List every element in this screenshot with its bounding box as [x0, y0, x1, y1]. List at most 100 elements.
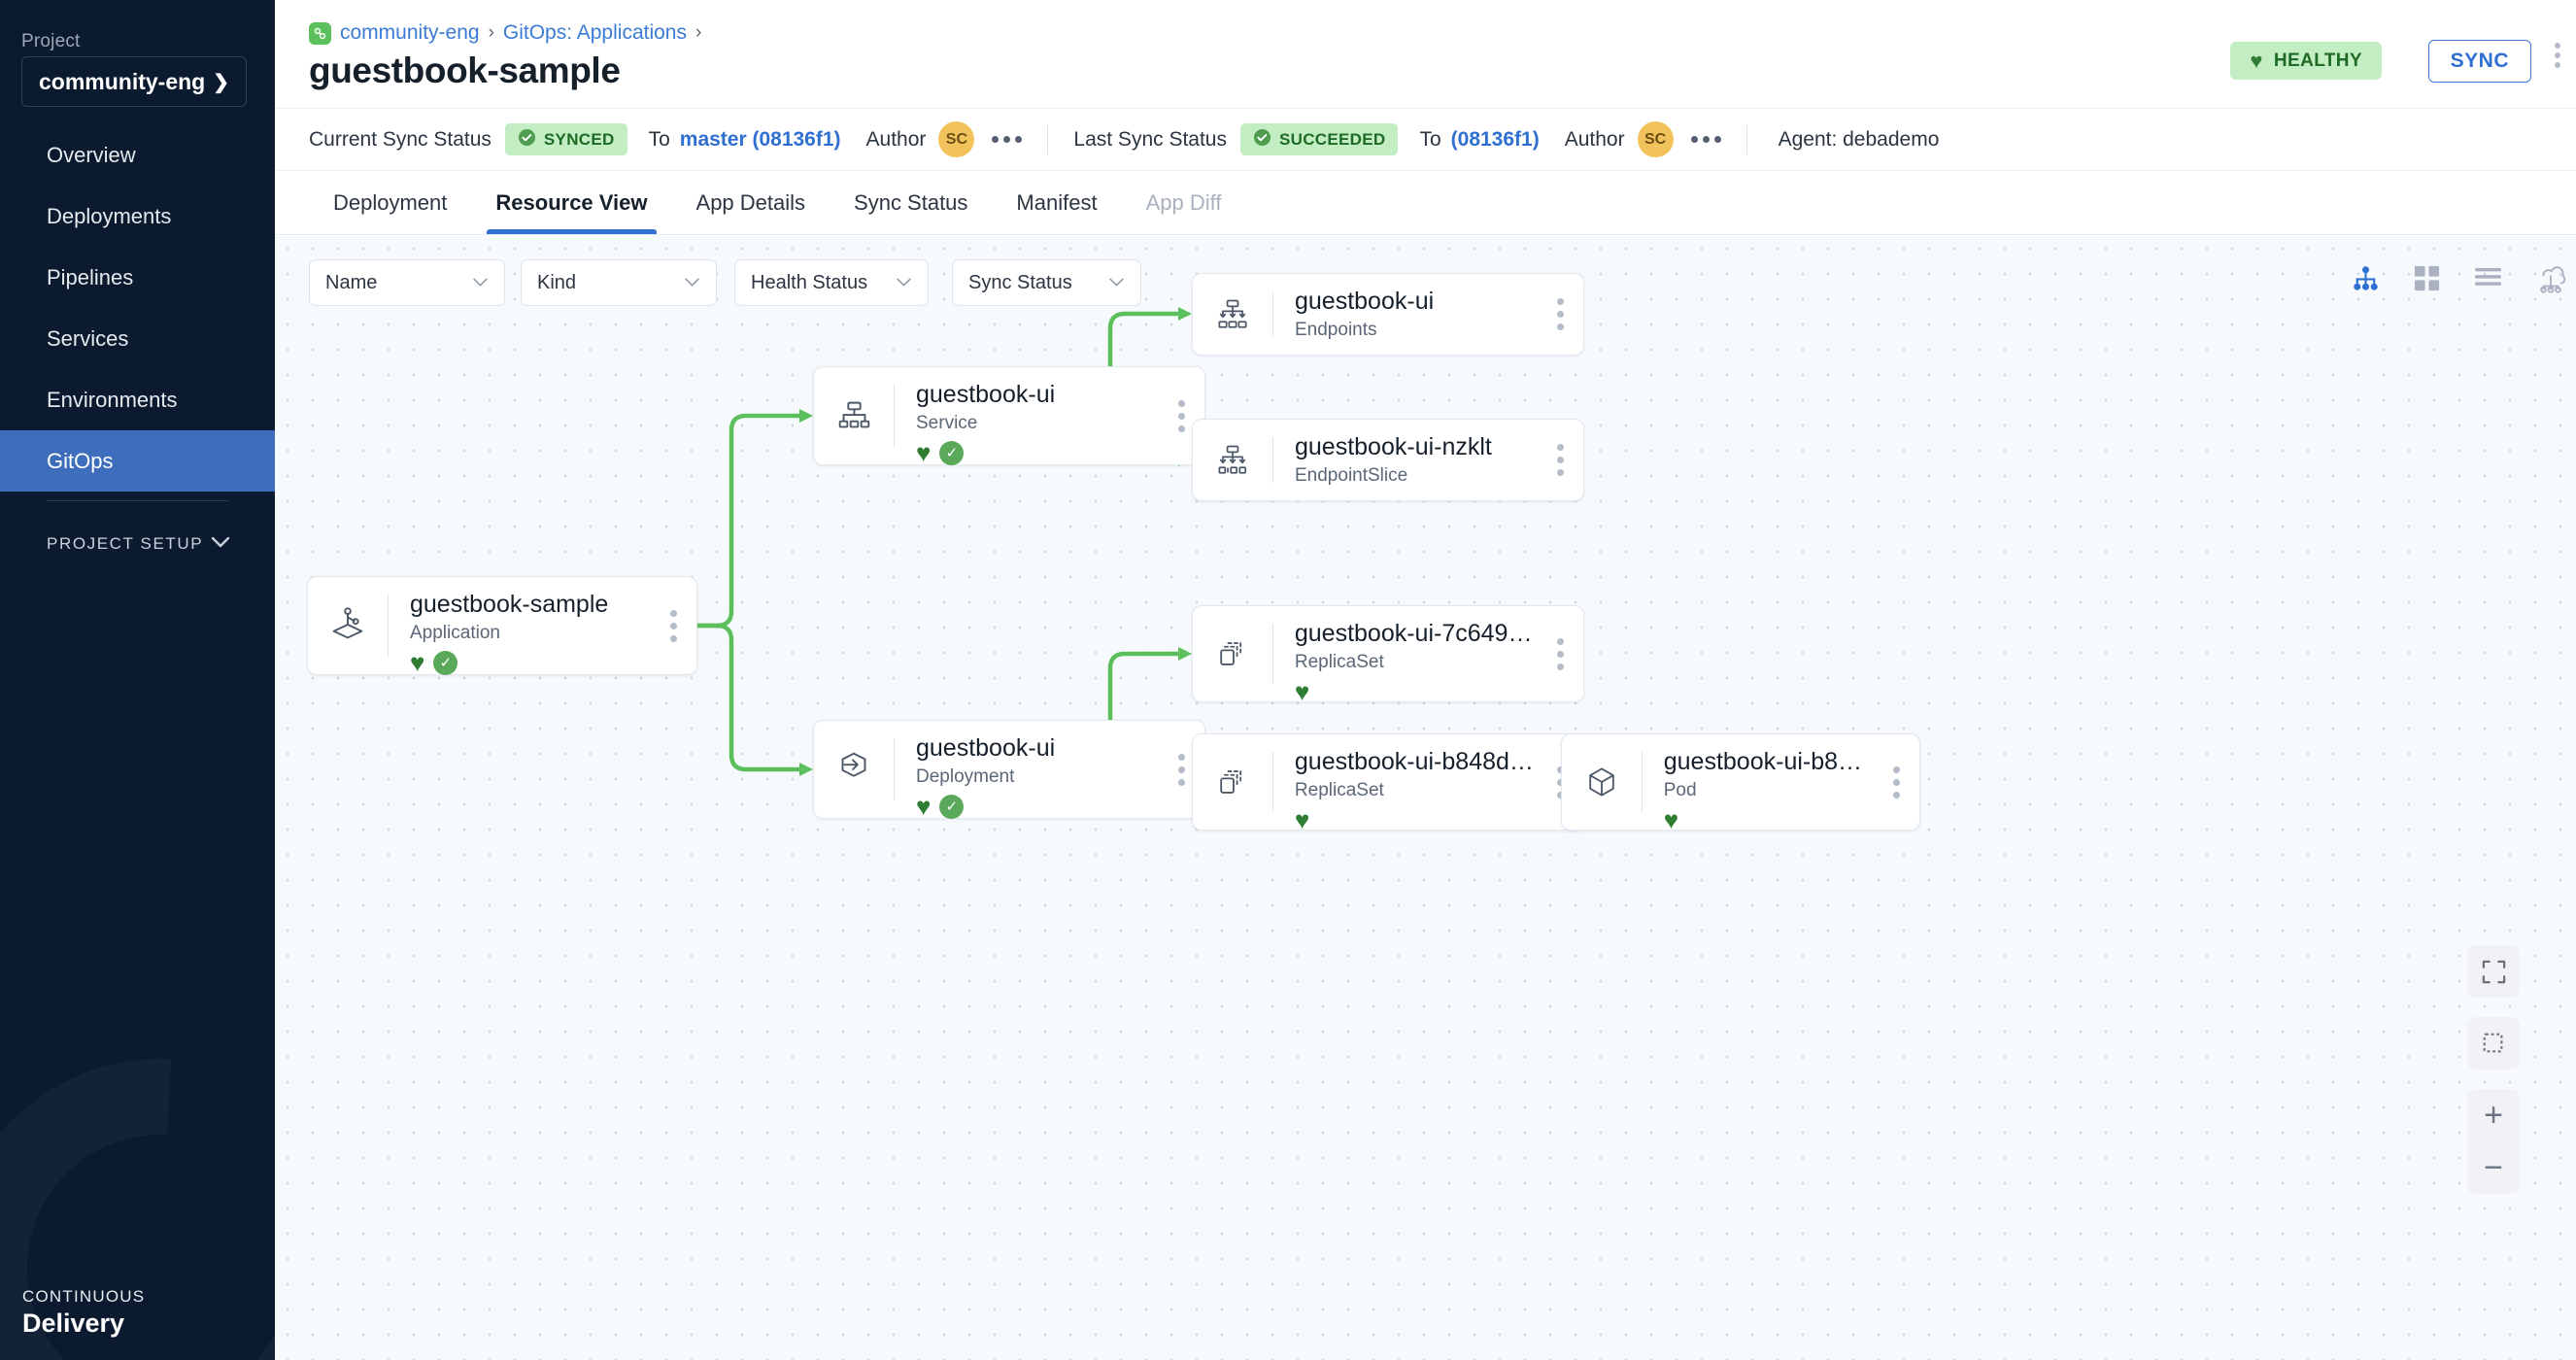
node-content: guestbook-ui-7c64987dc9 ReplicaSet ♥: [1273, 606, 1537, 701]
node-content: guestbook-ui-b848d5d9… Pod ♥: [1643, 734, 1873, 830]
dot: [1178, 754, 1185, 761]
dot: [1557, 444, 1564, 451]
last-sync-status-pill: SUCCEEDED: [1240, 123, 1398, 155]
dot: [1178, 400, 1185, 407]
dot: [1178, 425, 1185, 432]
last-revision-link[interactable]: (08136f1): [1451, 128, 1540, 152]
replicaset-icon: [1193, 734, 1272, 830]
last-to-label: To: [1419, 128, 1441, 152]
sidebar-item-gitops[interactable]: GitOps: [0, 430, 275, 492]
dot: [1178, 413, 1185, 420]
sidebar-item-label: Services: [47, 326, 128, 352]
filter-health-status[interactable]: Health Status: [734, 259, 929, 306]
dot: [1003, 136, 1010, 143]
graph-node-endpointslice[interactable]: guestbook-ui-nzklt EndpointSlice: [1192, 419, 1584, 501]
node-name: guestbook-ui-b848d5d9d: [1295, 748, 1537, 776]
more-options-icon[interactable]: [2555, 43, 2560, 68]
avatar[interactable]: SC: [1638, 121, 1674, 157]
project-selector-value: community-eng: [39, 69, 205, 95]
tab-app-details[interactable]: App Details: [672, 171, 830, 234]
sidebar-item-environments[interactable]: Environments: [0, 369, 275, 430]
breadcrumb-separator: ›: [489, 22, 494, 44]
dot: [1557, 638, 1564, 645]
network-view-icon[interactable]: [2535, 264, 2566, 298]
dot: [1557, 298, 1564, 305]
dot: [670, 610, 677, 617]
zoom-out-button[interactable]: −: [2467, 1141, 2520, 1194]
grid-view-icon[interactable]: [2413, 264, 2441, 297]
harness-logo-icon: [309, 22, 331, 45]
filter-name[interactable]: Name: [309, 259, 505, 306]
agent-label: Agent: debademo: [1779, 128, 1940, 152]
graph-node-replicaset-2[interactable]: guestbook-ui-b848d5d9d ReplicaSet ♥: [1192, 733, 1584, 831]
sidebar-item-pipelines[interactable]: Pipelines: [0, 247, 275, 308]
fit-screen-button[interactable]: [2467, 945, 2520, 998]
dot: [2555, 52, 2560, 58]
resource-graph-canvas[interactable]: Name Kind Health Status: [275, 236, 2576, 1360]
current-revision-link[interactable]: master (08136f1): [680, 128, 841, 152]
breadcrumb-item-project[interactable]: community-eng: [340, 21, 480, 45]
node-name: guestbook-sample: [410, 591, 650, 619]
current-more-icon[interactable]: [992, 136, 1022, 143]
node-badges: ♥: [1664, 807, 1873, 833]
node-more-icon[interactable]: [1537, 606, 1583, 701]
breadcrumb-item-applications[interactable]: GitOps: Applications: [503, 21, 687, 45]
node-kind: Service: [916, 413, 1158, 434]
dot: [2555, 62, 2560, 68]
sidebar: Project community-eng ❯ Overview Deploym…: [0, 0, 275, 1360]
filter-kind[interactable]: Kind: [521, 259, 717, 306]
node-content: guestbook-ui Endpoints: [1273, 274, 1537, 355]
sidebar-nav: Overview Deployments Pipelines Services …: [0, 124, 275, 492]
node-more-icon[interactable]: [1537, 274, 1583, 355]
node-content: guestbook-ui Deployment ♥ ✓: [895, 721, 1158, 818]
check-circle-icon: [1253, 128, 1271, 152]
graph-node-replicaset-1[interactable]: guestbook-ui-7c64987dc9 ReplicaSet ♥: [1192, 605, 1584, 702]
tree-view-icon[interactable]: [2351, 263, 2381, 298]
tab-app-diff: App Diff: [1122, 171, 1246, 234]
graph-node-pod[interactable]: guestbook-ui-b848d5d9… Pod ♥: [1561, 733, 1920, 831]
tab-deployment[interactable]: Deployment: [309, 171, 471, 234]
heart-icon: ♥: [410, 650, 424, 675]
heart-icon: ♥: [1295, 679, 1309, 704]
dot: [1691, 136, 1698, 143]
dot: [1178, 779, 1185, 786]
graph-node-endpoints[interactable]: guestbook-ui Endpoints: [1192, 273, 1584, 356]
tab-manifest[interactable]: Manifest: [992, 171, 1121, 234]
sync-button[interactable]: SYNC: [2428, 40, 2531, 83]
project-setup-toggle[interactable]: PROJECT SETUP: [47, 525, 231, 563]
zoom-in-button[interactable]: +: [2467, 1089, 2520, 1141]
minus-icon: −: [2484, 1151, 2503, 1184]
graph-node-application[interactable]: guestbook-sample Application ♥ ✓: [307, 576, 697, 675]
last-more-icon[interactable]: [1691, 136, 1721, 143]
node-more-icon[interactable]: [1537, 420, 1583, 500]
sidebar-item-overview[interactable]: Overview: [0, 124, 275, 186]
dot: [670, 623, 677, 629]
sidebar-item-deployments[interactable]: Deployments: [0, 186, 275, 247]
sidebar-item-services[interactable]: Services: [0, 308, 275, 369]
heart-icon: ♥: [916, 440, 931, 465]
dot: [1557, 457, 1564, 463]
sync-check-icon: ✓: [939, 441, 964, 465]
select-region-button[interactable]: [2467, 1017, 2520, 1070]
list-view-icon[interactable]: [2473, 265, 2503, 296]
node-kind: Deployment: [916, 766, 1158, 788]
tab-sync-status[interactable]: Sync Status: [830, 171, 992, 234]
dot: [1714, 136, 1721, 143]
graph-node-deployment[interactable]: guestbook-ui Deployment ♥ ✓: [813, 720, 1205, 819]
chevron-down-icon: [472, 275, 489, 291]
health-badge-label: HEALTHY: [2274, 51, 2362, 72]
node-content: guestbook-sample Application ♥ ✓: [389, 577, 650, 674]
avatar[interactable]: SC: [938, 121, 974, 157]
graph-node-service[interactable]: guestbook-ui Service ♥ ✓: [813, 366, 1205, 465]
node-more-icon[interactable]: [650, 577, 696, 674]
node-kind: Application: [410, 623, 650, 644]
project-label: Project: [21, 31, 81, 52]
node-badges: ♥: [1295, 807, 1537, 833]
project-selector[interactable]: community-eng ❯: [21, 56, 247, 107]
node-more-icon[interactable]: [1873, 734, 1919, 830]
tab-resource-view[interactable]: Resource View: [471, 171, 671, 234]
brand-line-1: CONTINUOUS: [22, 1287, 145, 1307]
filter-sync-status[interactable]: Sync Status: [952, 259, 1141, 306]
node-badges: ♥ ✓: [916, 440, 1158, 465]
